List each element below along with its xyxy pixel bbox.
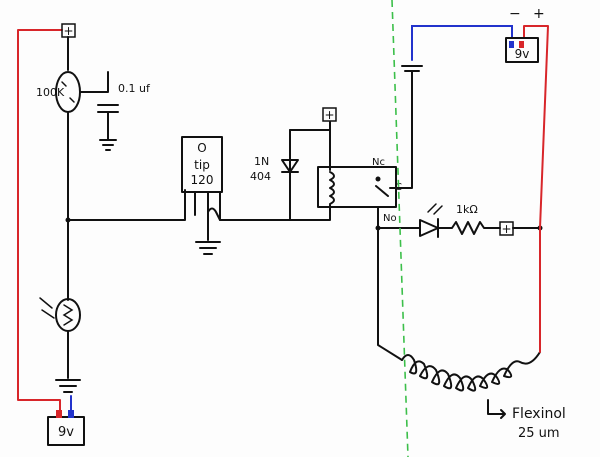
diode-top-wire bbox=[289, 121, 331, 131]
left-plus-terminal: + bbox=[61, 23, 76, 38]
right-positive-wire bbox=[523, 25, 549, 353]
transistor-label-1: tip bbox=[194, 158, 210, 172]
right-battery: 9v − + bbox=[505, 6, 545, 63]
resistor-1k: 1kΩ bbox=[437, 203, 501, 235]
right-negative-wire bbox=[411, 25, 513, 61]
left-ground-symbol bbox=[55, 379, 81, 393]
cap-label: 0.1 uf bbox=[118, 82, 151, 95]
flexinol-label-2: 25 um bbox=[518, 426, 560, 441]
right-battery-label: 9v bbox=[515, 47, 530, 61]
resistor-label: 1kΩ bbox=[456, 203, 478, 216]
relay-plus-sign: + bbox=[324, 108, 334, 122]
transistor-tab: O bbox=[197, 141, 206, 155]
flexinol-feed-wire bbox=[377, 227, 403, 361]
right-minus-sign: − bbox=[509, 6, 521, 22]
diode-label-1: 1N bbox=[254, 155, 269, 168]
led-plus-terminal: + bbox=[499, 221, 514, 236]
potentiometer-100k: 100K bbox=[36, 71, 95, 113]
left-plus-sign: + bbox=[63, 24, 73, 38]
collector-wire bbox=[219, 204, 331, 221]
photoresistor bbox=[39, 297, 81, 332]
base-wire bbox=[67, 189, 186, 221]
left-battery-label: 9v bbox=[58, 425, 74, 440]
right-plus-sign: + bbox=[533, 6, 545, 22]
left-battery: 9v bbox=[47, 410, 85, 446]
flexinol-label-1: Flexinol bbox=[512, 406, 566, 422]
diode-1n4004: 1N 404 bbox=[250, 129, 299, 221]
transistor-tip120: O tip 120 bbox=[181, 136, 223, 221]
transistor-label-2: 120 bbox=[191, 173, 214, 187]
led bbox=[419, 203, 443, 238]
relay-plus-terminal: + bbox=[322, 107, 337, 122]
relay-no-label: No bbox=[383, 213, 397, 224]
flexinol-coil bbox=[401, 351, 541, 392]
right-negative-cap bbox=[401, 65, 423, 72]
transistor-ground-symbol bbox=[195, 241, 221, 255]
divider-line bbox=[391, 0, 409, 457]
common-wire bbox=[389, 71, 413, 189]
left-positive-wire bbox=[17, 29, 63, 413]
relay-nc-label: Nc bbox=[372, 157, 385, 168]
led-plus-sign: + bbox=[501, 222, 511, 236]
capacitor-0-1uf: 0.1 uf bbox=[93, 71, 151, 151]
pot-label: 100K bbox=[36, 86, 65, 99]
flexinol-pointer bbox=[487, 399, 506, 419]
diode-label-2: 404 bbox=[250, 170, 271, 183]
